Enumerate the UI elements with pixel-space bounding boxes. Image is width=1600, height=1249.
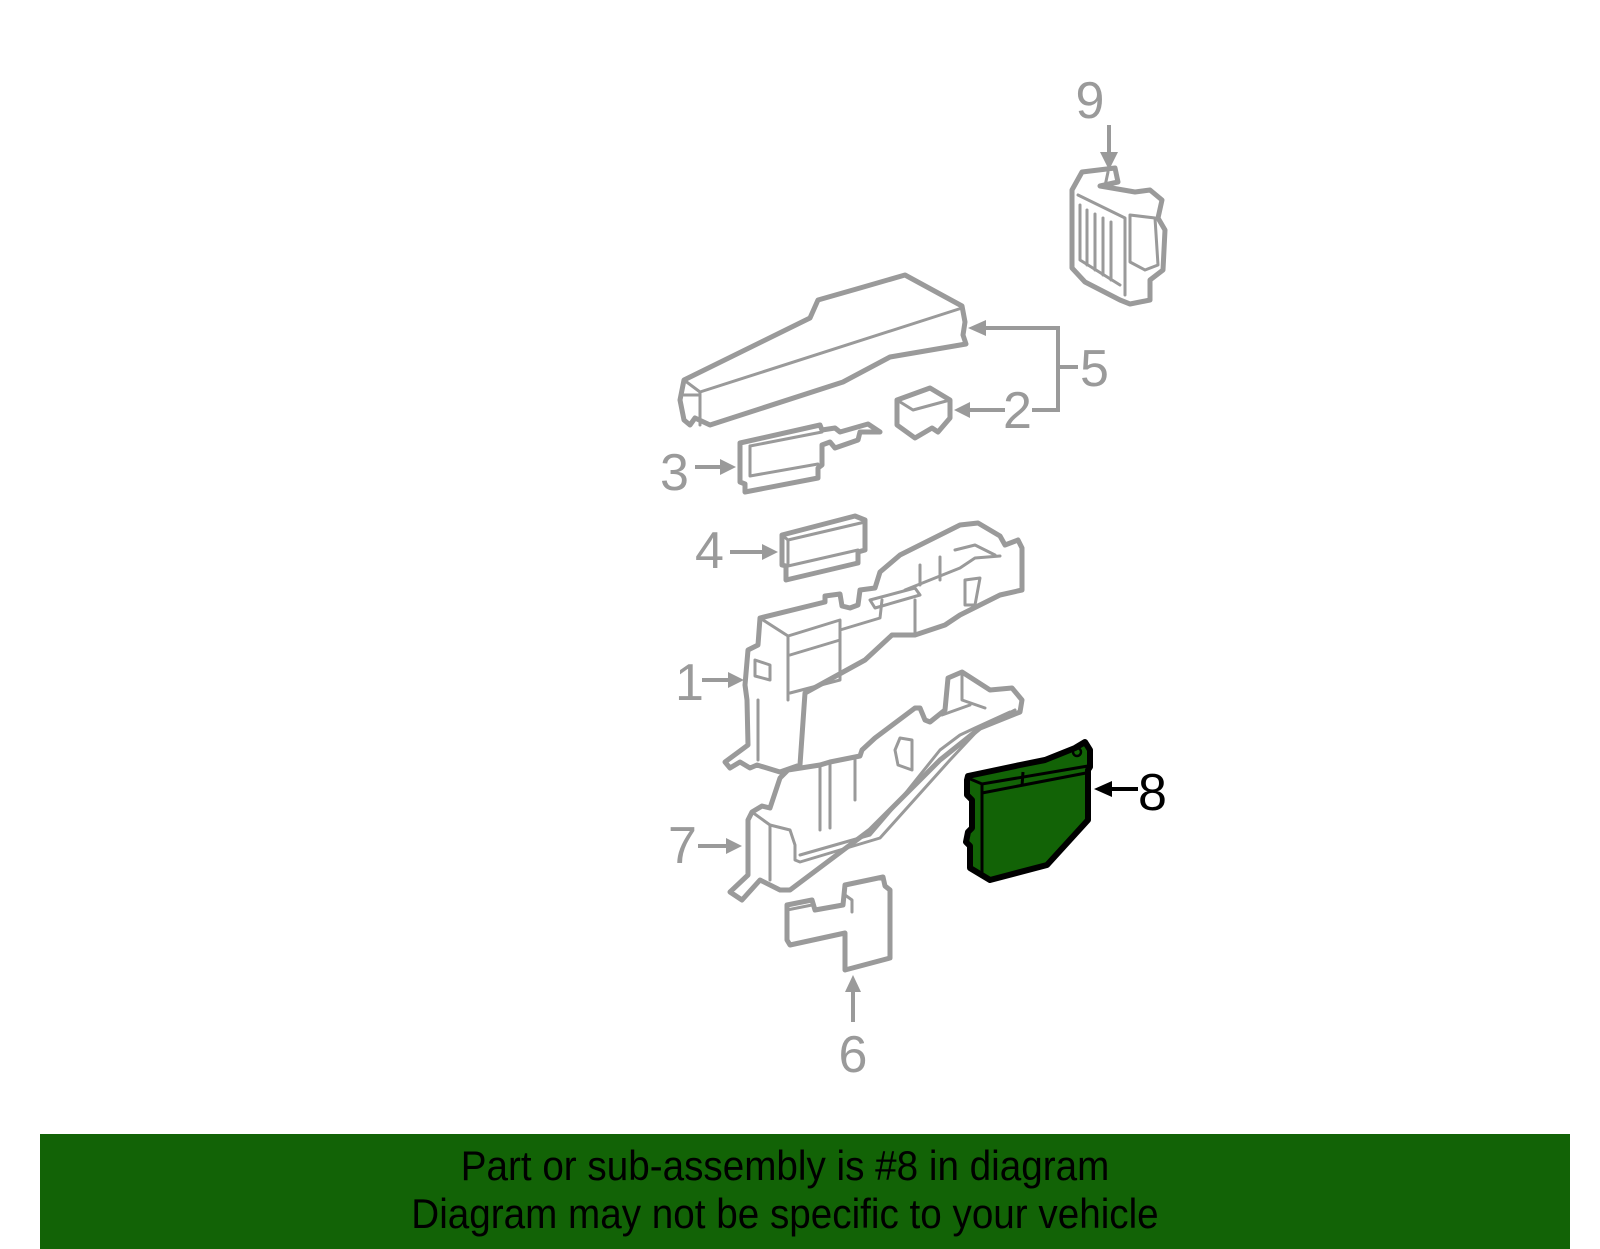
part-5[interactable] bbox=[677, 272, 969, 428]
svg-text:9: 9 bbox=[1076, 72, 1105, 130]
callout-1: 1 bbox=[675, 654, 744, 712]
callout-3: 3 bbox=[660, 444, 736, 502]
banner-disclaimer-text: Diagram may not be specific to your vehi… bbox=[411, 1190, 1159, 1237]
svg-text:1: 1 bbox=[675, 654, 704, 712]
part-2[interactable] bbox=[894, 385, 953, 441]
part-1[interactable] bbox=[722, 520, 1025, 775]
callout-4: 4 bbox=[695, 522, 778, 580]
part-8[interactable] bbox=[963, 739, 1093, 883]
svg-text:5: 5 bbox=[1080, 340, 1109, 398]
part-4[interactable] bbox=[779, 513, 868, 583]
svg-text:7: 7 bbox=[668, 817, 697, 875]
svg-text:3: 3 bbox=[660, 444, 689, 502]
svg-text:4: 4 bbox=[695, 522, 724, 580]
callout-9: 9 bbox=[1076, 72, 1118, 170]
callout-2: 2 bbox=[954, 382, 1032, 440]
part-6[interactable] bbox=[784, 874, 893, 973]
part-7[interactable] bbox=[727, 669, 1025, 903]
part-3[interactable] bbox=[737, 421, 883, 495]
info-banner: Part or sub-assembly is #8 in diagram Di… bbox=[40, 1134, 1570, 1249]
svg-text:2: 2 bbox=[1003, 382, 1032, 440]
callout-6: 6 bbox=[839, 975, 868, 1084]
part-9[interactable] bbox=[1069, 165, 1168, 307]
svg-text:6: 6 bbox=[839, 1026, 868, 1084]
banner-part-text: Part or sub-assembly is #8 in diagram bbox=[460, 1142, 1110, 1189]
callout-5: 5 bbox=[968, 320, 1109, 412]
svg-text:8: 8 bbox=[1138, 764, 1167, 822]
callout-8: 8 bbox=[1094, 764, 1167, 822]
callout-7: 7 bbox=[668, 817, 742, 875]
